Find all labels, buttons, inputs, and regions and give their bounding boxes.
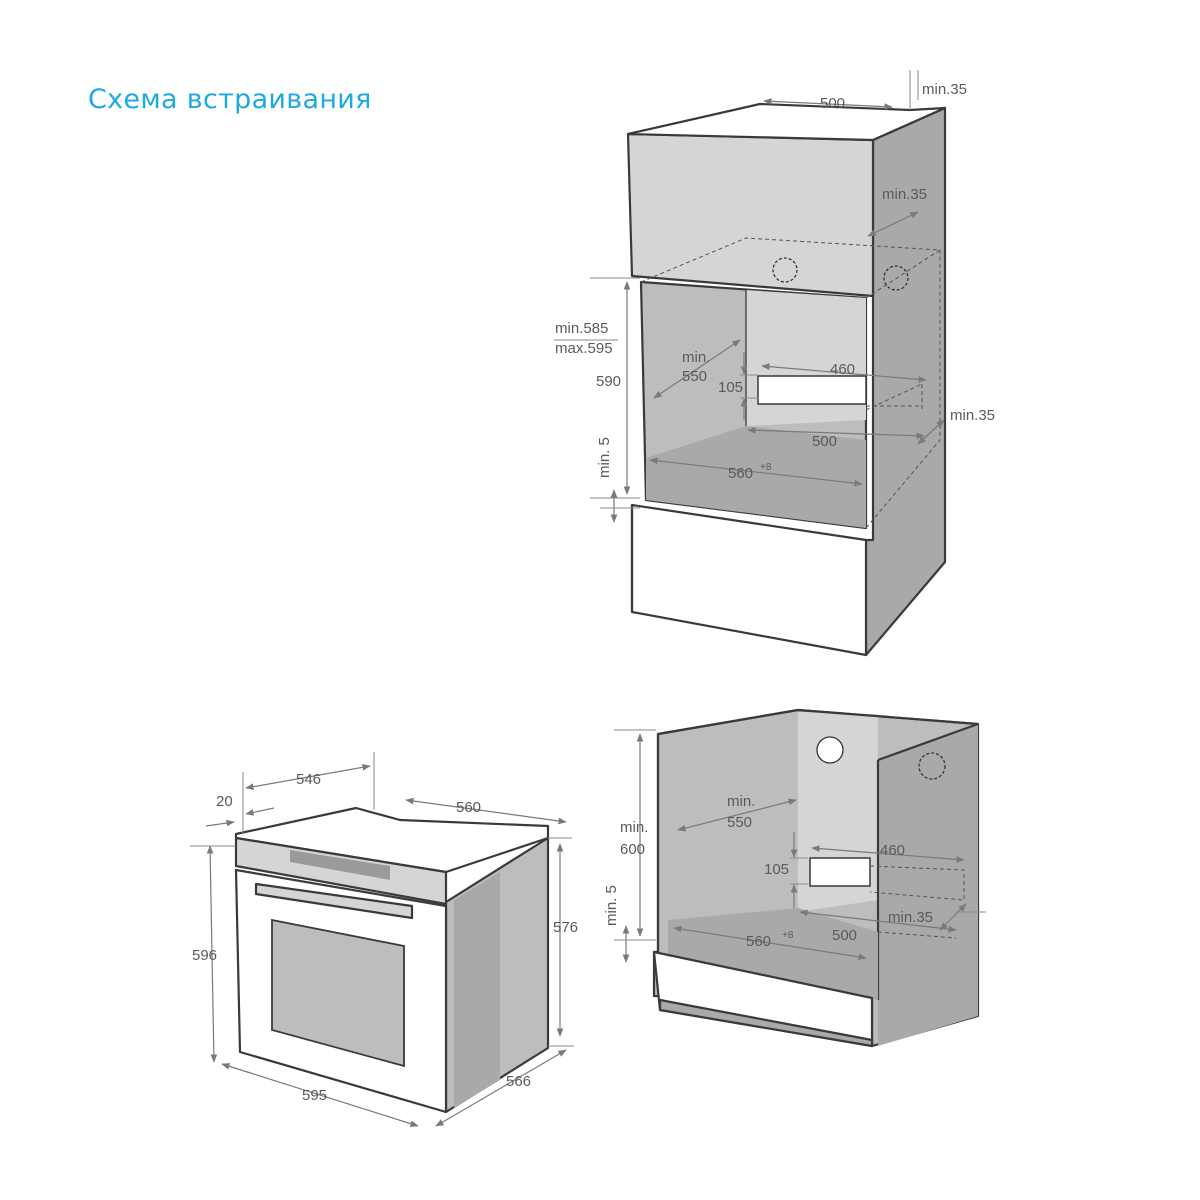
dim-back-depth-label: min. bbox=[682, 349, 710, 366]
tall-cabinet-diagram: 500 min.35 min.35 min.585 max.595 590 mi… bbox=[554, 70, 995, 657]
dim-line-oven-height bbox=[206, 845, 218, 1063]
base-hidden-floor bbox=[877, 931, 957, 939]
hidden-outline bbox=[640, 237, 941, 529]
dim-top-depth: 500 bbox=[820, 95, 845, 112]
dim-line-oven-depth-body bbox=[245, 764, 371, 790]
dim-base-niche-width: 560 bbox=[746, 933, 771, 950]
dim-oven-width: 595 bbox=[302, 1087, 327, 1104]
dim-line-oven-width bbox=[221, 1063, 419, 1127]
dim-line-niche-width bbox=[649, 457, 863, 487]
dim-oven-height-body: 576 bbox=[553, 919, 578, 936]
dim-base-vent-height: 105 bbox=[764, 861, 789, 878]
dim-base-floor-depth: 500 bbox=[832, 927, 857, 944]
dim-niche-height-min: min.585 bbox=[555, 320, 608, 337]
base-plinth-bottom bbox=[658, 998, 874, 1048]
dim-line-base-back-depth bbox=[677, 798, 797, 832]
dim-rear-gap-lower: min.35 bbox=[950, 407, 995, 424]
cable-hole-front bbox=[772, 257, 798, 283]
dim-line-base-niche-width bbox=[673, 925, 867, 961]
dim-line-top-depth bbox=[763, 97, 893, 111]
base-hidden-vent bbox=[869, 865, 965, 901]
dim-floor-depth: 500 bbox=[812, 433, 837, 450]
oven-display bbox=[290, 850, 390, 880]
lower-cabinet-front bbox=[630, 503, 868, 657]
dim-top-gap: min.35 bbox=[922, 81, 967, 98]
dim-base-back-depth-value: 550 bbox=[727, 814, 752, 831]
dim-back-depth-value: 550 bbox=[682, 368, 707, 385]
dim-base-niche-width-tolerance: +8 bbox=[782, 930, 794, 941]
top-box-top bbox=[626, 102, 947, 142]
dim-line-floor-depth bbox=[747, 426, 925, 440]
page-title: Схема встраивания bbox=[88, 84, 372, 115]
dim-oven-height: 596 bbox=[192, 947, 217, 964]
dim-line-oven-depth bbox=[435, 1049, 567, 1127]
top-box-front bbox=[626, 132, 875, 298]
dim-rear-gap-upper: min.35 bbox=[882, 186, 927, 203]
base-top-right-edge bbox=[877, 722, 979, 762]
dim-line-base-vent-width bbox=[811, 845, 965, 863]
dim-base-height-label: min. bbox=[620, 819, 648, 836]
dim-line-back-depth bbox=[653, 339, 741, 399]
base-vent-slot bbox=[809, 857, 871, 887]
dim-base-vent-width: 460 bbox=[880, 842, 905, 859]
cable-hole-side bbox=[883, 265, 909, 291]
dim-niche-width: 560 bbox=[728, 465, 753, 482]
dim-base-rear-gap: min.35 bbox=[888, 909, 933, 926]
dim-line-front-b bbox=[245, 807, 275, 816]
dim-plinth-gap: min. 5 bbox=[596, 437, 613, 478]
dim-oven-front: 20 bbox=[216, 793, 233, 810]
base-right-side bbox=[878, 724, 978, 1046]
dim-line-base-floor-depth bbox=[799, 909, 957, 933]
oven-side-shadow bbox=[454, 872, 500, 1108]
hidden-edge-a bbox=[865, 249, 941, 299]
dim-niche-width-tolerance: +8 bbox=[760, 462, 772, 473]
dim-vent-height: 105 bbox=[718, 379, 743, 396]
dim-niche-height-max: max.595 bbox=[555, 340, 613, 357]
oven-diagram: 546 20 560 596 576 595 566 bbox=[190, 752, 578, 1127]
base-cable-hole bbox=[816, 736, 844, 764]
base-top-edge bbox=[657, 708, 979, 736]
dim-line-front-a bbox=[205, 819, 235, 827]
base-cable-hole-hidden bbox=[918, 752, 946, 780]
base-cabinet-diagram: min. 600 min. 5 min. 550 460 105 560 +8 … bbox=[603, 708, 986, 1048]
dim-base-height-value: 600 bbox=[620, 841, 645, 858]
dim-base-plinth-gap: min. 5 bbox=[603, 885, 620, 926]
dim-oven-depth-body: 546 bbox=[296, 771, 321, 788]
niche-back-wall bbox=[746, 290, 866, 426]
dim-base-back-depth-label: min. bbox=[727, 793, 755, 810]
dim-oven-depth: 566 bbox=[506, 1073, 531, 1090]
dim-line-base-rear-gap bbox=[939, 903, 967, 931]
dim-oven-height: 590 bbox=[596, 373, 621, 390]
dim-line-rear-gap-upper bbox=[867, 211, 919, 237]
dim-line-vent-width bbox=[761, 363, 927, 383]
dim-line-rear-gap-lower bbox=[917, 419, 945, 445]
dim-line-oven-width-body bbox=[405, 797, 567, 825]
dim-vent-width: 460 bbox=[830, 361, 855, 378]
dim-oven-width-body: 560 bbox=[456, 799, 481, 816]
oven-handle bbox=[254, 882, 414, 920]
vent-slot bbox=[757, 375, 867, 405]
